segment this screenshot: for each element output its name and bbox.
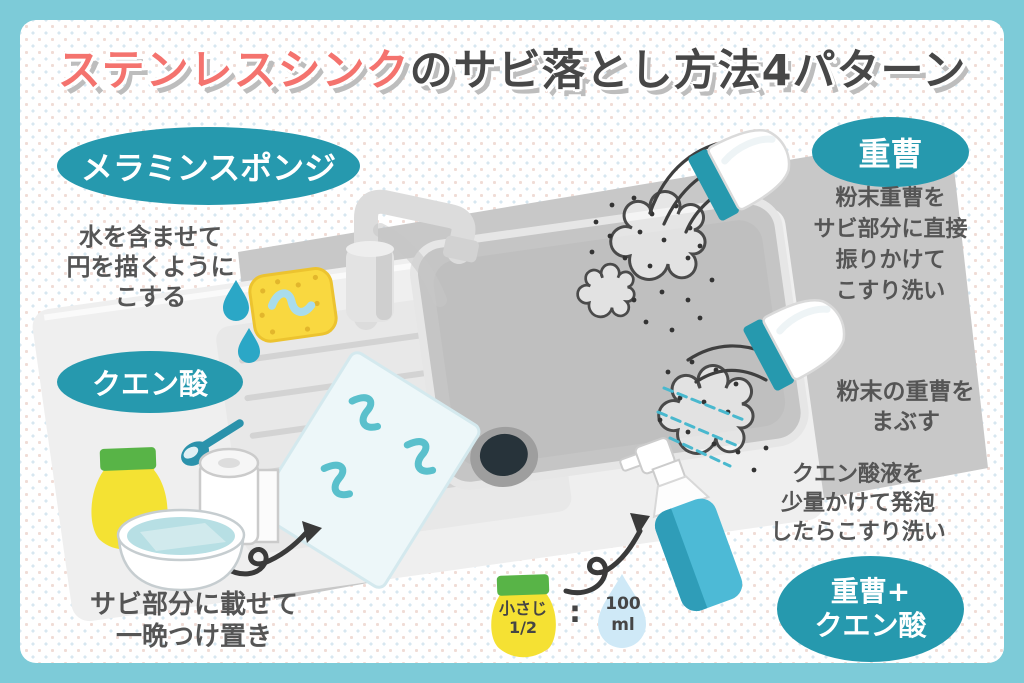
- title-highlight: ステンレスシンク: [57, 46, 410, 96]
- arrowhead-left: [302, 521, 322, 543]
- melamine-sponge-icon: [248, 267, 338, 343]
- badge-melamine-sponge: メラミンスポンジ: [57, 127, 360, 205]
- drain-icon: [479, 433, 528, 477]
- badge-citric-acid: クエン酸: [57, 351, 243, 413]
- note-baking-soda: 粉末重曹を サビ部分に直接 振りかけて こすり洗い: [813, 186, 968, 304]
- note-combo-step2: クエン酸液を 少量かけて発泡 したらこすり洗い: [770, 462, 946, 545]
- page-title: ステンレスシンクのサビ落とし方法4パターン: [0, 36, 1024, 98]
- badge-soda-citric-combo: 重曹+ クエン酸: [777, 556, 964, 662]
- note-combo-step1: 粉末の重曹を まぶす: [836, 379, 975, 435]
- teaspoon-bag-icon: [491, 574, 556, 658]
- title-rest: のサビ落とし方法4パターン: [409, 46, 967, 96]
- curved-arrow-left: [223, 530, 309, 577]
- ratio-colon: :: [569, 595, 581, 630]
- powder-cloud-top: [576, 190, 715, 333]
- spray-bottle-icon: [619, 437, 743, 612]
- fizz-spray-lines: [656, 386, 746, 468]
- note-citric: サビ部分に載せて 一晩つけ置き: [89, 590, 298, 652]
- paper-towel-roll-icon: [198, 447, 280, 546]
- badge-baking-soda: 重曹: [812, 117, 969, 187]
- baking-soda-shaker-middle: [743, 299, 846, 391]
- ratio-teaspoon-label: 小さじ 1/2: [498, 599, 547, 637]
- powder-dots-top: [589, 195, 715, 333]
- baking-soda-shaker-top: [688, 129, 791, 221]
- faucet: [346, 189, 479, 330]
- sponge-texture-dots: [259, 274, 320, 335]
- water-drops-icon: [223, 280, 260, 363]
- water-drop-measure-icon: [598, 574, 646, 648]
- powder-cloud-middle: [656, 359, 769, 473]
- ratio-water-label: 100 ml: [605, 594, 641, 635]
- soaking-bowl-icon: [116, 508, 246, 592]
- arrowhead-right: [630, 513, 650, 535]
- sink-illustration: [32, 129, 988, 658]
- curved-arrow-right: [563, 528, 643, 596]
- note-melamine: 水を含ませて 円を描くように こする: [66, 223, 235, 311]
